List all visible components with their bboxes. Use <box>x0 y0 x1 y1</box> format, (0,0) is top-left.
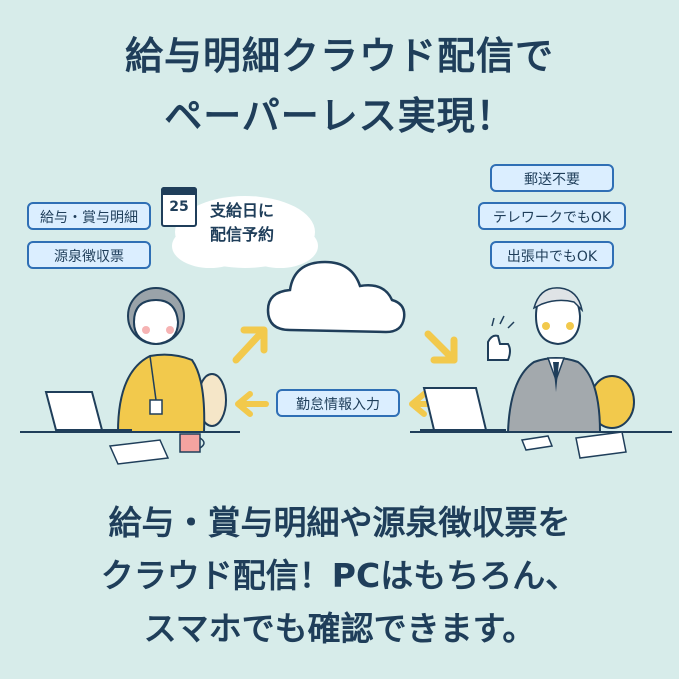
subtext-line-1: 給与・賞与明細や源泉徴収票を <box>108 503 571 542</box>
man-illustration <box>420 287 635 459</box>
subtext-line-2: クラウド配信！PCはもちろん、 <box>100 556 579 595</box>
arrow-left-icon <box>235 391 269 417</box>
calendar-icon: 25 <box>161 187 197 227</box>
tag-telework-ok: テレワークでもOK <box>478 202 626 230</box>
calendar-day: 25 <box>169 199 189 215</box>
headline-line-2: ペーパーレス実現！ <box>164 94 515 138</box>
tag-payslip: 給与・賞与明細 <box>27 202 151 230</box>
speech-bubble-cloud <box>172 196 318 268</box>
tag-business-trip-ok: 出張中でもOK <box>490 241 614 269</box>
bubble-text-line-2: 配信予約 <box>210 225 275 244</box>
arrow-up-right-icon <box>232 326 268 364</box>
arrow-down-right-icon <box>424 330 458 364</box>
bubble-text-line-1: 支給日に <box>210 201 275 220</box>
headline-line-1: 給与明細クラウド配信で <box>124 34 554 78</box>
tag-attendance-input: 勤怠情報入力 <box>276 389 400 417</box>
subtext-line-3: スマホでも確認できます。 <box>143 609 536 648</box>
tag-withholding-slip: 源泉徴収票 <box>27 241 151 269</box>
tag-no-mailing: 郵送不要 <box>490 164 614 192</box>
woman-illustration <box>44 287 227 465</box>
calendar-header <box>161 187 197 195</box>
cloud-icon <box>266 260 406 334</box>
